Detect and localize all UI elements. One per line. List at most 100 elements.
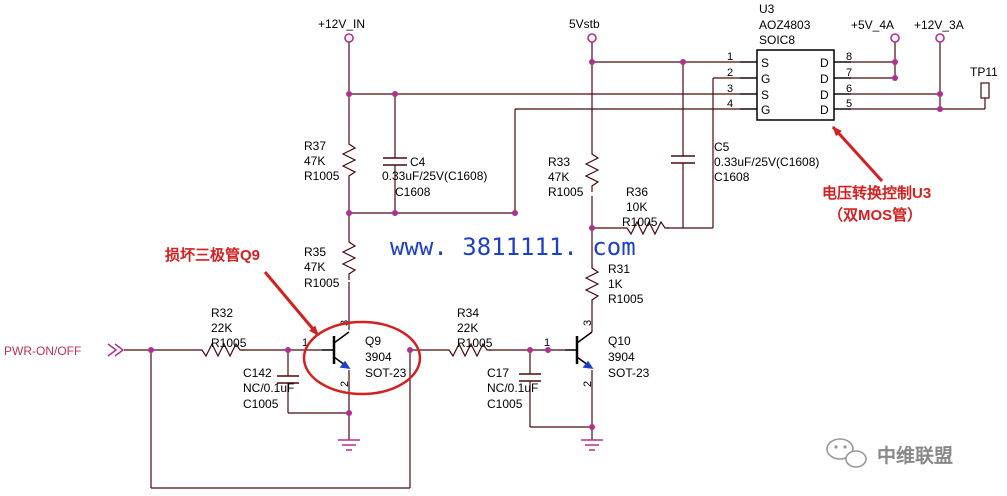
q9-highlight-ellipse (302, 320, 422, 396)
q10-pin1: 1 (544, 337, 550, 349)
watermark-url: www. 3811111. com (390, 233, 636, 261)
q9-pkg: SOT-23 (365, 366, 407, 380)
r33-symbol (584, 148, 600, 192)
u3-annotation-line2: （双MOS管） (828, 206, 922, 224)
r33-ref: R33 (548, 155, 570, 169)
power-terminals (107, 33, 990, 357)
r32-value: 22K (211, 321, 232, 335)
c4-ref: C4 (410, 155, 426, 169)
wires (124, 42, 986, 489)
r32-pkg: R1005 (211, 336, 247, 350)
net-12v-in: +12V_IN (318, 17, 365, 31)
r35-value: 47K (304, 260, 325, 274)
q9-annotation-arrow (263, 271, 320, 336)
q9-part: 3904 (365, 350, 392, 364)
r31-symbol (584, 264, 600, 305)
q9-symbol (322, 331, 351, 369)
q10-part: 3904 (608, 350, 635, 364)
q9-pin2: 2 (339, 381, 351, 387)
u3-pin6-name: D (820, 88, 829, 102)
u3-package: SOIC8 (759, 33, 795, 47)
r31-value: 1K (608, 277, 623, 291)
q10-pin2: 2 (582, 381, 594, 387)
logo-text: 中维联盟 (877, 444, 953, 467)
u3-pin4-num: 4 (727, 98, 733, 110)
q10-pin3: 3 (582, 320, 594, 326)
r37-symbol (341, 140, 357, 182)
u3-pin1-num: 1 (727, 51, 733, 63)
r37-ref: R37 (304, 139, 326, 153)
r36-symbol (623, 220, 669, 236)
junctions (148, 59, 943, 430)
r34-pkg: R1005 (457, 336, 493, 350)
u3-annotation-line1: 电压转换控制U3 (822, 184, 931, 202)
u3-pin5-num: 5 (846, 98, 852, 110)
u3-pin7-name: D (820, 72, 829, 86)
net-labels: +12V_IN 5Vstb +5V_4A +12V_3A TP11 PWR-ON… (4, 17, 998, 358)
net-5v-4a: +5V_4A (851, 18, 894, 32)
r31-ref: R31 (608, 262, 630, 276)
net-pwr-on-off: PWR-ON/OFF (4, 344, 81, 358)
capacitor-labels: C4 0.33uF/25V(C1608) C1608 C5 0.33uF/25V… (243, 140, 819, 411)
q9-pin1: 1 (302, 337, 308, 349)
resistor-symbols (198, 140, 669, 358)
c5-ref: C5 (714, 140, 730, 154)
net-12v-3a: +12V_3A (914, 18, 964, 32)
c4-pkg: C1608 (395, 185, 431, 199)
wechat-icon (826, 438, 867, 468)
r35-ref: R35 (304, 245, 326, 259)
r36-pkg: R1005 (622, 215, 658, 229)
annotations: 损坏三极管Q9 电压转换控制U3 （双MOS管） (165, 125, 931, 396)
c142-pkg: C1005 (243, 397, 279, 411)
transistor-labels: Q9 3904 SOT-23 1 2 3 Q10 3904 SOT-23 1 2… (302, 320, 650, 387)
u3-pin2-name: G (761, 72, 770, 86)
c142-value: NC/0.1uF (243, 381, 294, 395)
r33-pkg: R1005 (548, 185, 584, 199)
resistor-labels: R37 47K R1005 R35 47K R1005 R33 47K R100… (211, 139, 658, 350)
logo: 中维联盟 (826, 438, 953, 468)
u3-pin3-name: S (761, 88, 769, 102)
ground-symbols (338, 439, 603, 451)
r32-ref: R32 (211, 306, 233, 320)
u3-labels: U3 AOZ4803 SOIC8 1 2 3 4 S G S G 8 7 6 5… (727, 2, 852, 117)
u3-ref: U3 (759, 2, 775, 16)
c4-value: 0.33uF/25V(C1608) (382, 169, 487, 183)
net-tp11: TP11 (970, 65, 998, 79)
r34-symbol (445, 342, 491, 358)
c17-value: NC/0.1uF (487, 381, 538, 395)
c5-value: 0.33uF/25V(C1608) (714, 155, 819, 169)
r32-symbol (198, 342, 244, 358)
r37-pkg: R1005 (304, 169, 340, 183)
u3-part: AOZ4803 (759, 18, 811, 32)
u3-pin3-num: 3 (727, 83, 733, 95)
u3-annotation-arrow (831, 125, 884, 183)
c5-pkg: C1608 (714, 170, 750, 184)
u3-chip-body (756, 49, 835, 121)
u3-pin8-num: 8 (846, 51, 852, 63)
r36-value: 10K (626, 200, 647, 214)
u3-pin5-name: D (820, 103, 829, 117)
net-5vstb: 5Vstb (569, 17, 600, 31)
c17-pkg: C1005 (487, 397, 523, 411)
u3-pin-leads (740, 61, 851, 110)
u3-pin2-num: 2 (727, 67, 733, 79)
r31-pkg: R1005 (608, 292, 644, 306)
q10-ref: Q10 (608, 334, 631, 348)
c17-ref: C17 (487, 366, 509, 380)
damaged-transistor-label: 损坏三极管Q9 (165, 246, 260, 264)
r33-value: 47K (548, 170, 569, 184)
q9-ref: Q9 (365, 334, 381, 348)
u3-pin4-name: G (761, 103, 770, 117)
q10-symbol (565, 331, 594, 369)
u3-pin1-name: S (761, 56, 769, 70)
r34-ref: R34 (457, 306, 479, 320)
u3-pin8-name: D (820, 56, 829, 70)
r36-ref: R36 (626, 185, 648, 199)
r35-symbol (341, 238, 357, 280)
capacitor-symbols (277, 155, 695, 384)
q10-pkg: SOT-23 (608, 366, 650, 380)
u3-pin6-num: 6 (846, 83, 852, 95)
u3-pin7-num: 7 (846, 67, 852, 79)
r34-value: 22K (457, 321, 478, 335)
